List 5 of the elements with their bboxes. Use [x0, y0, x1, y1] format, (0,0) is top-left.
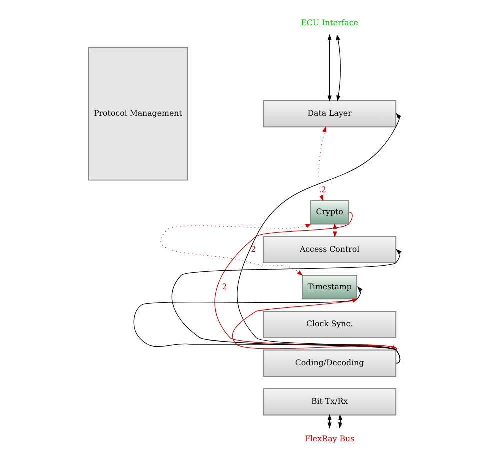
arrow	[336, 34, 340, 102]
arrow	[160, 223, 312, 276]
arrow	[327, 34, 332, 102]
arrow	[318, 126, 326, 201]
arrow	[133, 286, 400, 364]
